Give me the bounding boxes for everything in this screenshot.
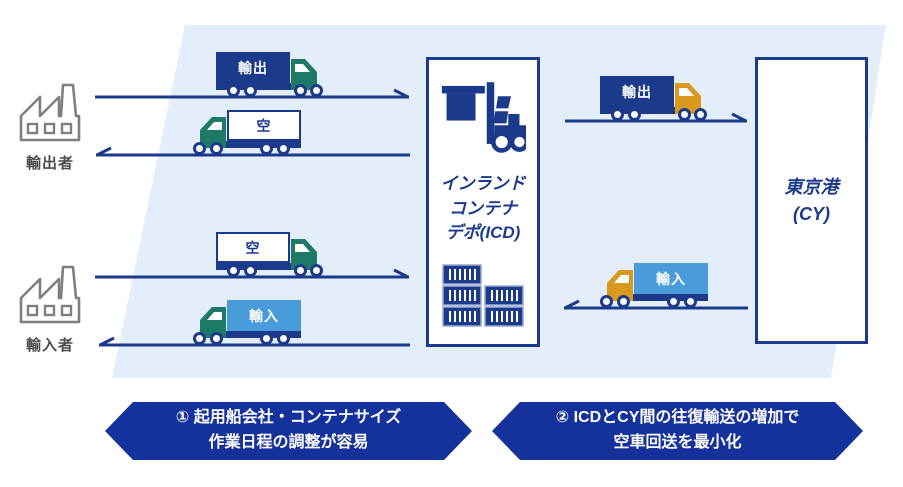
wheel-icon	[260, 332, 273, 345]
truck-cargo-label: 輸出	[600, 76, 674, 107]
truck-chassis	[600, 107, 697, 114]
truck-cargo-label: 輸入	[227, 300, 301, 331]
banner-2-line-2: 空車回送を最小化	[613, 434, 742, 451]
truck-cargo-label: 空	[227, 110, 301, 141]
wheel-icon	[611, 108, 624, 121]
truck-cargo-label: 輸出	[216, 52, 290, 83]
truck-export-loaded: 輸出	[206, 52, 336, 98]
arrow-left-icon	[96, 146, 410, 157]
wheel-icon	[667, 295, 680, 308]
icd-title-line: デポ(ICD)	[445, 223, 521, 243]
truck-empty-outbound: 空	[206, 232, 336, 278]
factory-icon	[19, 265, 81, 324]
wheel-icon	[193, 332, 206, 345]
truck-chassis	[216, 263, 313, 270]
wheel-icon	[684, 295, 697, 308]
wheel-icon	[260, 142, 273, 155]
importer-actor: 輸入者	[8, 260, 92, 355]
truck-cab-icon	[607, 270, 633, 301]
wheel-icon	[694, 108, 707, 121]
benefit-banner-2: ② ICDとCY間の往復輸送の増加で 空車回送を最小化	[492, 402, 863, 460]
port-title-line: (CY)	[793, 203, 830, 224]
truck-chassis	[611, 294, 708, 301]
forklift-icon	[441, 82, 526, 153]
arrow-right-icon	[565, 112, 747, 123]
arrow-right-icon	[95, 268, 409, 279]
truck-cab-icon	[200, 117, 226, 148]
wheel-icon	[310, 264, 323, 277]
truck-import-loaded: 輸入	[181, 300, 311, 346]
arrow-right-icon	[95, 88, 409, 99]
truck-cargo-label: 空	[216, 232, 290, 263]
wheel-icon	[244, 84, 257, 97]
wheel-icon	[227, 84, 240, 97]
icd-title: インランド コンテナ デポ(ICD)	[441, 172, 526, 246]
wheel-icon	[210, 142, 223, 155]
wheel-icon	[277, 142, 290, 155]
truck-cab-icon	[675, 83, 701, 114]
wheel-icon	[628, 108, 641, 121]
truck-cargo-label: 輸入	[634, 263, 708, 294]
port-title: 東京港 (CY)	[785, 174, 839, 228]
exporter-actor: 輸出者	[8, 78, 92, 173]
wheel-icon	[310, 84, 323, 97]
port-title-line: 東京港	[784, 176, 839, 197]
banner-2-line-1: ② ICDとCY間の往復輸送の増加で	[555, 409, 800, 427]
arrow-left-icon	[564, 299, 748, 310]
icd-title-line: インランド	[440, 174, 526, 194]
banner-1-line-1: ① 起用船会社・コンテナサイズ	[175, 409, 402, 427]
wheel-icon	[294, 84, 307, 97]
importer-label: 輸入者	[25, 337, 74, 354]
benefit-banner-1: ① 起用船会社・コンテナサイズ 作業日程の調整が容易	[105, 402, 472, 460]
truck-cab-icon	[291, 59, 317, 90]
wheel-icon	[210, 332, 223, 345]
truck-chassis	[216, 83, 313, 90]
truck-import-from-port: 輸入	[588, 263, 718, 309]
truck-chassis	[204, 141, 301, 148]
wheel-icon	[678, 108, 691, 121]
wheel-icon	[294, 264, 307, 277]
exporter-label: 輸出者	[25, 155, 74, 172]
tokyo-port-node: 東京港 (CY)	[755, 57, 868, 344]
truck-cab-icon	[291, 239, 317, 270]
wheel-icon	[227, 264, 240, 277]
wheel-icon	[244, 264, 257, 277]
wheel-icon	[277, 332, 290, 345]
banner-1-line-2: 作業日程の調整が容易	[208, 434, 369, 451]
wheel-icon	[617, 295, 630, 308]
truck-chassis	[204, 331, 301, 338]
truck-empty-return: 空	[181, 110, 311, 156]
factory-icon	[19, 83, 81, 142]
arrow-left-icon	[99, 336, 410, 347]
wheel-icon	[600, 295, 613, 308]
icd-node: インランド コンテナ デポ(ICD)	[426, 57, 540, 347]
wheel-icon	[193, 142, 206, 155]
icd-title-line: コンテナ	[449, 198, 517, 218]
truck-cab-icon	[200, 307, 226, 338]
truck-export-to-port: 輸出	[590, 76, 720, 122]
container-stack-icon	[442, 263, 524, 327]
